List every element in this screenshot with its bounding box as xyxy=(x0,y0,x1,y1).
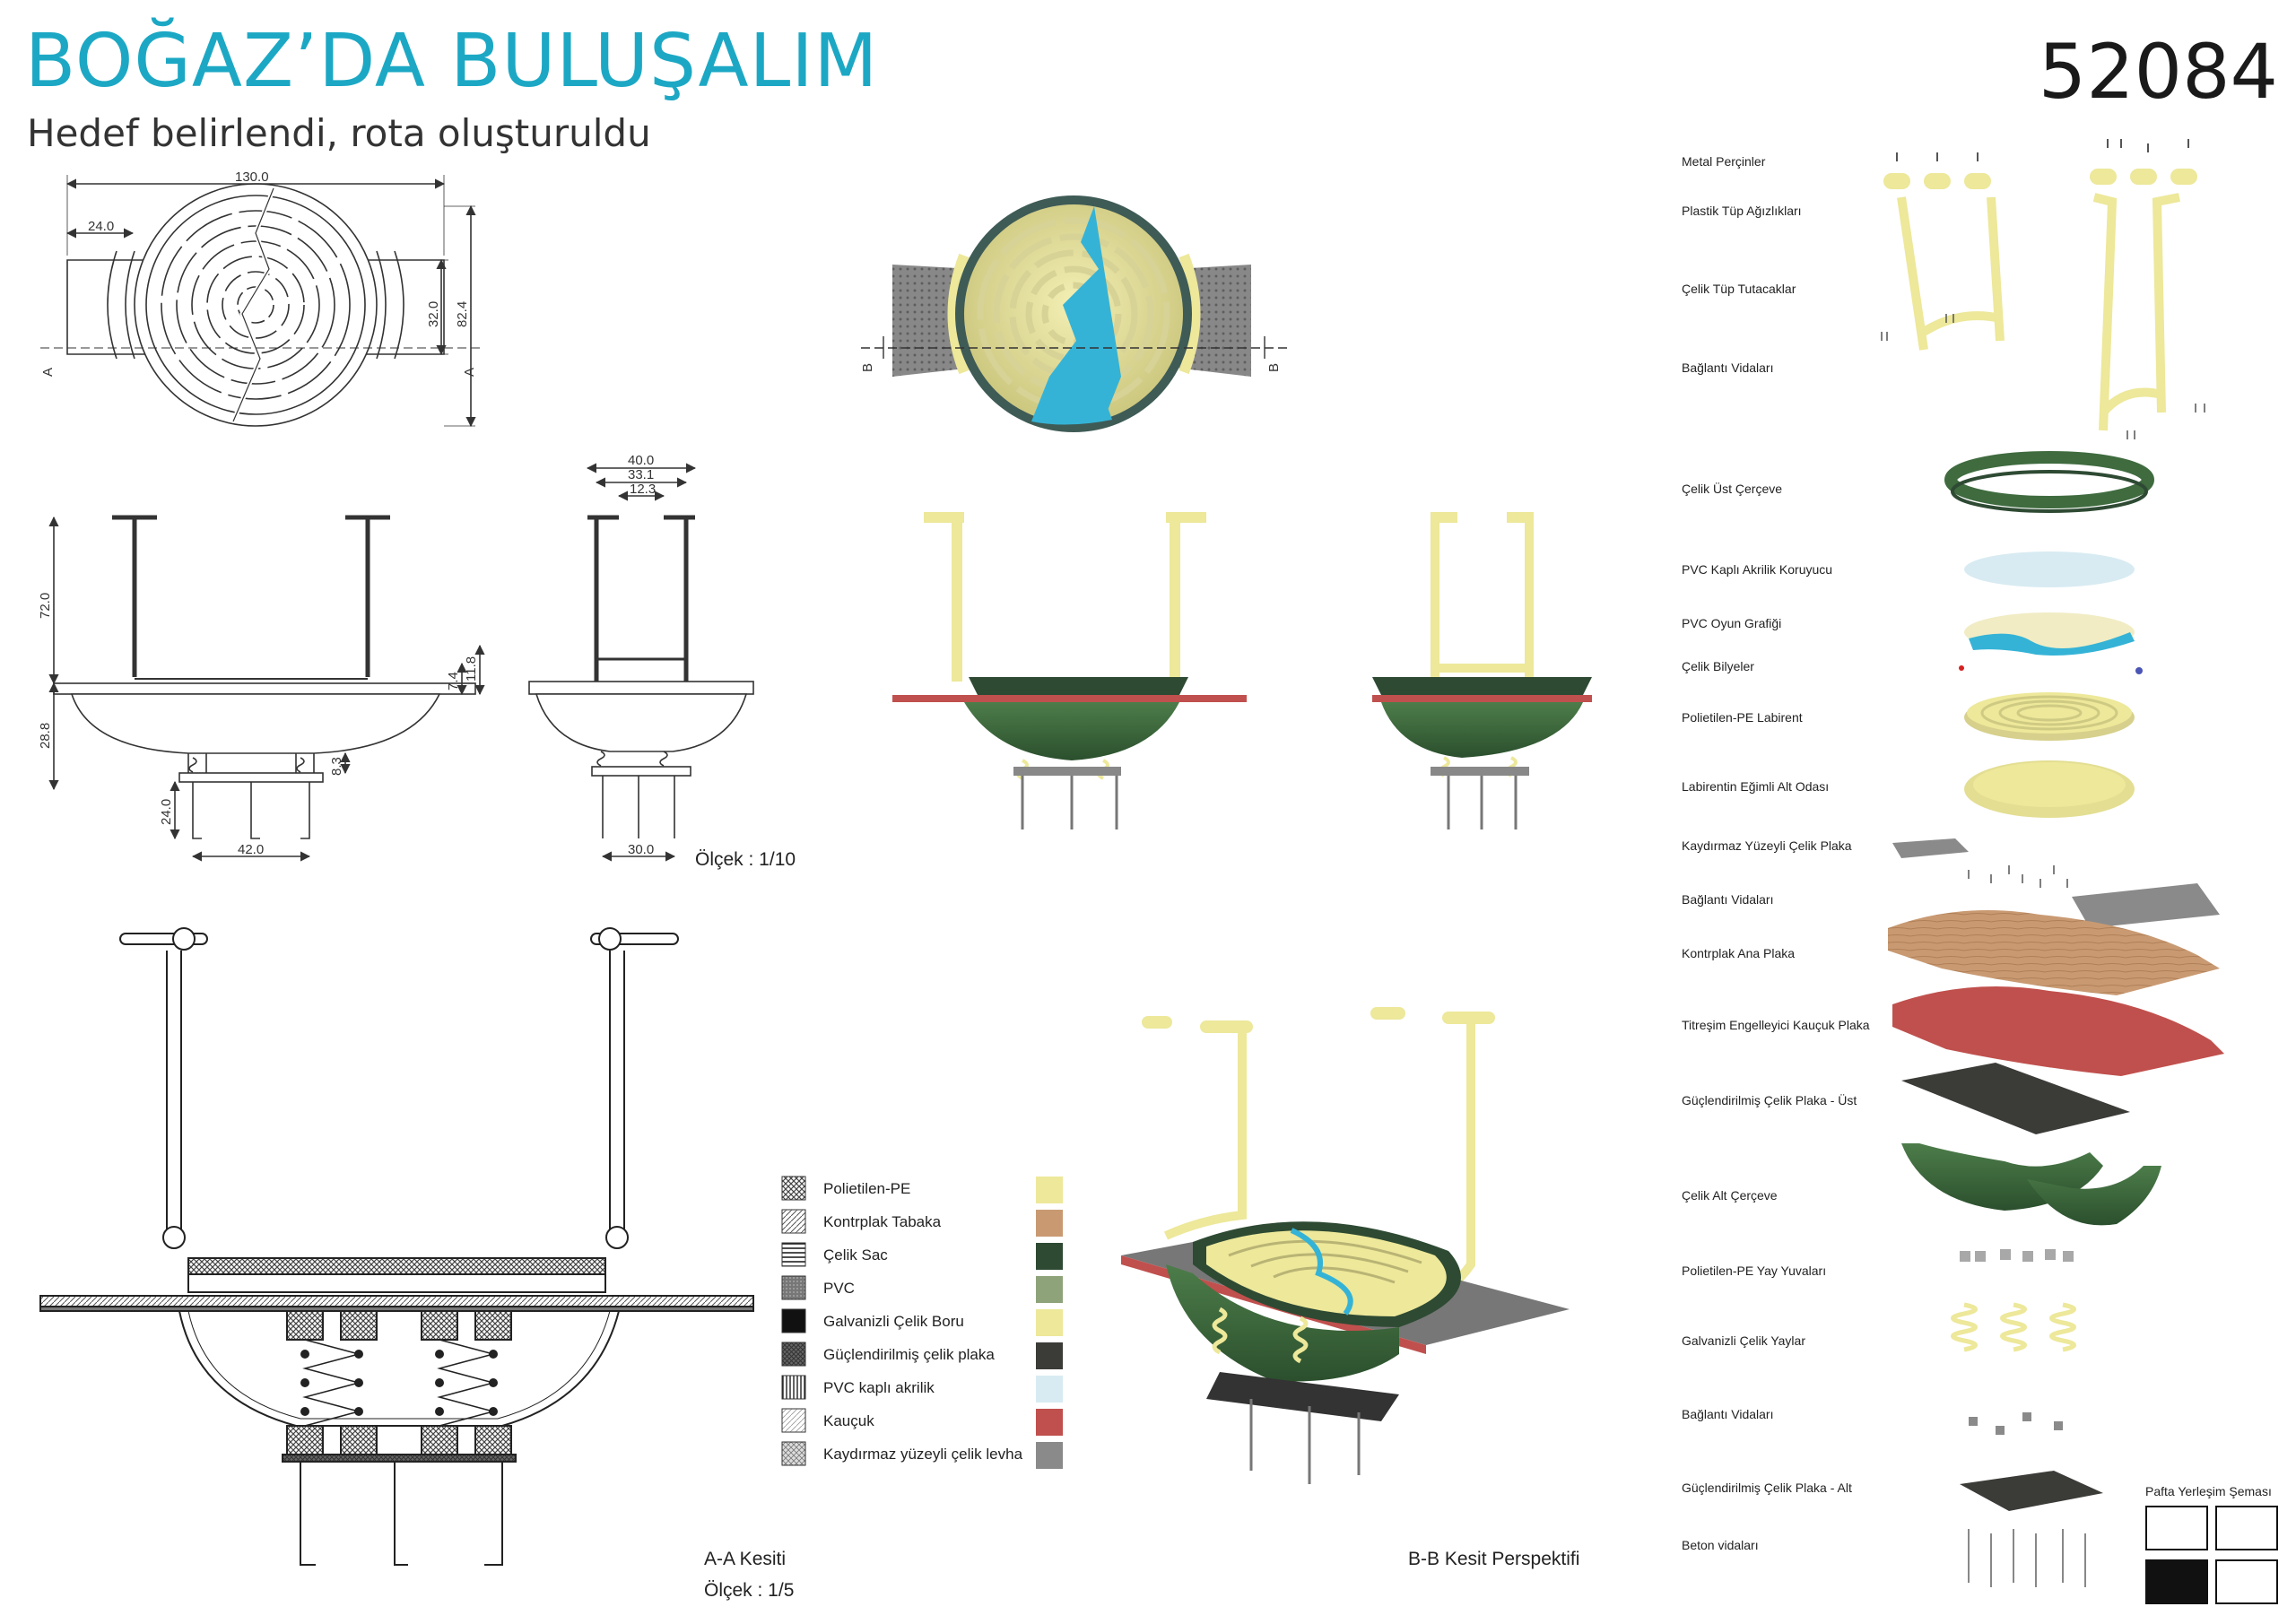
part-label-6: PVC Oyun Grafiği xyxy=(1682,616,1781,630)
dim-top-h1: 32.0 xyxy=(426,301,441,327)
front-elevation xyxy=(48,515,485,862)
part-label-11: Bağlantı Vidaları xyxy=(1682,892,1773,907)
dim-top-h2: 82.4 xyxy=(455,301,470,327)
part-label-17: Galvanizli Çelik Yaylar xyxy=(1682,1333,1805,1348)
legend-hatch-5 xyxy=(781,1342,806,1367)
part-label-12: Kontrplak Ana Plaka xyxy=(1682,946,1795,960)
project-title: BOĞAZ’DA BULUŞALIM xyxy=(25,19,879,104)
section-b-b-perspective xyxy=(1121,1007,1570,1484)
dim-side-w3: 12.3 xyxy=(630,482,656,497)
legend-color-8 xyxy=(1036,1442,1063,1469)
side-render xyxy=(1372,512,1592,829)
legend-color-1 xyxy=(1036,1210,1063,1237)
front-render xyxy=(892,512,1247,829)
legend-label-1: Kontrplak Tabaka xyxy=(823,1213,942,1230)
pafta-cell-1 xyxy=(2215,1506,2278,1550)
part-label-1: Plastik Tüp Ağızlıkları xyxy=(1682,204,1802,218)
legend-color-4 xyxy=(1036,1309,1063,1336)
legend-color-5 xyxy=(1036,1342,1063,1369)
part-label-18: Bağlantı Vidaları xyxy=(1682,1407,1773,1421)
section-mark-a-right: A xyxy=(462,368,477,377)
part-label-2: Çelik Tüp Tutacaklar xyxy=(1682,282,1796,296)
dim-top-offset: 24.0 xyxy=(88,219,114,234)
dim-side-leg-w: 30.0 xyxy=(628,842,654,857)
part-label-16: Polietilen-PE Yay Yuvaları xyxy=(1682,1264,1826,1278)
legend-hatch-7 xyxy=(781,1408,806,1433)
legend-color-6 xyxy=(1036,1376,1063,1403)
part-label-14: Güçlendirilmiş Çelik Plaka - Üst xyxy=(1682,1092,1857,1107)
dim-front-h5: 8.3 xyxy=(329,757,344,776)
part-label-5: PVC Kaplı Akrilik Koruyucu xyxy=(1682,562,1832,577)
legend-label-6: PVC kaplı akrilik xyxy=(823,1379,935,1396)
part-label-10: Kaydırmaz Yüzeyli Çelik Plaka xyxy=(1682,838,1852,853)
part-label-7: Çelik Bilyeler xyxy=(1682,659,1754,673)
part-label-0: Metal Perçinler xyxy=(1682,154,1766,169)
dim-front-h3: 7.4 xyxy=(446,672,461,690)
part-label-8: Polietilen-PE Labirent xyxy=(1682,710,1803,725)
part-label-9: Labirentin Eğimli Alt Odası xyxy=(1682,779,1829,794)
side-elevation xyxy=(528,463,754,862)
pafta-title: Pafta Yerleşim Şeması xyxy=(2145,1484,2272,1498)
legend-hatch-4 xyxy=(781,1308,806,1333)
board-number: 52084 xyxy=(2038,28,2278,116)
legend-label-7: Kauçuk xyxy=(823,1412,874,1429)
part-label-15: Çelik Alt Çerçeve xyxy=(1682,1188,1778,1203)
part-label-3: Bağlantı Vidaları xyxy=(1682,360,1773,375)
pafta-cell-2 xyxy=(2145,1559,2208,1604)
part-label-13: Titreşim Engelleyici Kauçuk Plaka xyxy=(1682,1018,1870,1032)
exploded-view xyxy=(1881,139,2224,1587)
legend-color-0 xyxy=(1036,1177,1063,1203)
legend-hatch-6 xyxy=(781,1375,806,1400)
section-b-b-title: B-B Kesit Perspektifi xyxy=(1408,1549,1579,1569)
pafta-cell-3 xyxy=(2215,1559,2278,1604)
legend-color-7 xyxy=(1036,1409,1063,1436)
legend-hatch-2 xyxy=(781,1242,806,1267)
legend-hatch-0 xyxy=(781,1176,806,1201)
legend-label-0: Polietilen-PE xyxy=(823,1180,910,1197)
section-a-a-title: A-A Kesiti xyxy=(704,1549,786,1569)
dim-front-h4: 11.8 xyxy=(464,656,479,682)
dim-top-width: 130.0 xyxy=(235,169,269,185)
legend-label-5: Güçlendirilmiş çelik plaka xyxy=(823,1346,995,1363)
plan-view xyxy=(40,175,484,428)
part-label-4: Çelik Üst Çerçeve xyxy=(1682,481,1782,496)
part-label-20: Beton vidaları xyxy=(1682,1538,1759,1552)
legend-hatch-1 xyxy=(781,1209,806,1234)
section-mark-b-left: B xyxy=(860,363,875,372)
dim-front-leg-w: 42.0 xyxy=(238,842,264,857)
dim-front-leg-h: 24.0 xyxy=(159,799,174,825)
legend-label-8: Kaydırmaz yüzeyli çelik levha xyxy=(823,1446,1023,1463)
dim-side-w1: 40.0 xyxy=(628,453,654,468)
dim-side-w2: 33.1 xyxy=(628,467,654,482)
legend-label-3: PVC xyxy=(823,1280,855,1297)
legend-hatch-8 xyxy=(781,1441,806,1466)
pafta-layout-grid xyxy=(2145,1506,2278,1604)
dim-front-h2: 28.8 xyxy=(38,723,53,749)
legend-color-2 xyxy=(1036,1243,1063,1270)
section-mark-a-left: A xyxy=(40,368,56,377)
legend-hatch-3 xyxy=(781,1275,806,1300)
legend-label-2: Çelik Sac xyxy=(823,1246,888,1264)
pafta-cell-0 xyxy=(2145,1506,2208,1550)
legend-label-4: Galvanizli Çelik Boru xyxy=(823,1313,964,1330)
project-subtitle: Hedef belirlendi, rota oluşturuldu xyxy=(27,111,651,155)
section-a-a-scale: Ölçek : 1/5 xyxy=(704,1580,794,1601)
plan-render xyxy=(892,195,1251,432)
part-label-19: Güçlendirilmiş Çelik Plaka - Alt xyxy=(1682,1481,1852,1495)
scale-elevations: Ölçek : 1/10 xyxy=(695,849,796,870)
section-mark-b-right: B xyxy=(1266,363,1282,372)
render-section-line xyxy=(861,336,1292,359)
dim-front-h1: 72.0 xyxy=(38,593,53,619)
section-a-a xyxy=(39,927,754,1566)
legend-color-3 xyxy=(1036,1276,1063,1303)
